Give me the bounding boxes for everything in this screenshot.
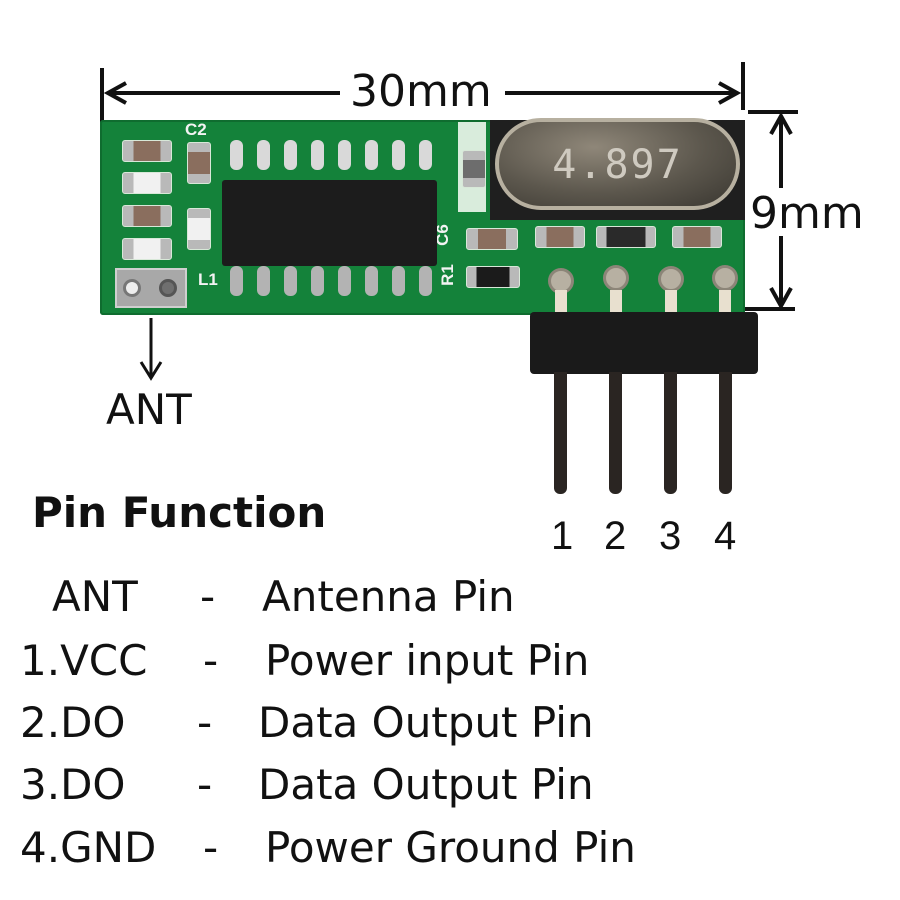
width-label: 30mm bbox=[350, 66, 492, 117]
header-pin-3 bbox=[664, 372, 677, 494]
smd-component bbox=[122, 238, 172, 260]
pin-separator: - bbox=[197, 698, 213, 747]
pin-description: Data Output Pin bbox=[258, 760, 594, 809]
pin-separator: - bbox=[200, 572, 216, 621]
height-label: 9mm bbox=[750, 188, 864, 239]
pin-description: Power input Pin bbox=[265, 636, 590, 685]
pin-name: 3.DO bbox=[20, 760, 126, 809]
pin-name: 4.GND bbox=[20, 823, 157, 872]
pin-number-4: 4 bbox=[714, 514, 737, 558]
pin-separator: - bbox=[203, 636, 219, 685]
smd-capacitor bbox=[122, 205, 172, 227]
pin-name: ANT bbox=[52, 572, 138, 621]
pin-stub bbox=[719, 290, 731, 312]
pin-description: Data Output Pin bbox=[258, 698, 594, 747]
antenna-arrow-down-icon bbox=[139, 318, 163, 381]
dimension-tick-bottom bbox=[745, 307, 795, 311]
height-arrow-up-icon bbox=[769, 114, 793, 188]
pin-number-2: 2 bbox=[604, 514, 627, 558]
dimension-tick-top bbox=[748, 110, 798, 114]
smd-capacitor bbox=[535, 226, 585, 248]
smd-component bbox=[462, 150, 486, 188]
pin-stub bbox=[555, 290, 567, 312]
crystal-marking: 4.897 bbox=[552, 142, 683, 188]
pin-name: 2.DO bbox=[20, 698, 126, 747]
silkscreen-c2: C2 bbox=[185, 120, 207, 139]
pin-number-3: 3 bbox=[659, 514, 682, 558]
smd-resistor bbox=[596, 226, 656, 248]
header-pin-2 bbox=[609, 372, 622, 494]
smd-capacitor bbox=[122, 140, 172, 162]
smd-resistor-r1 bbox=[466, 266, 520, 288]
pin-number-1: 1 bbox=[551, 514, 574, 558]
crystal-oscillator: 4.897 bbox=[495, 118, 740, 210]
smd-capacitor-c2 bbox=[187, 142, 211, 184]
smd-capacitor-c6 bbox=[466, 228, 518, 250]
pin-header-housing bbox=[530, 312, 758, 374]
header-pin-4 bbox=[719, 372, 732, 494]
silkscreen-l1: L1 bbox=[198, 270, 218, 289]
dimension-tick-right bbox=[741, 62, 745, 110]
antenna-pad bbox=[115, 268, 187, 308]
pin-stub bbox=[610, 290, 622, 312]
pad-hole bbox=[123, 279, 141, 297]
pin-name: 1.VCC bbox=[20, 636, 148, 685]
dimension-tick-left bbox=[100, 68, 104, 124]
solder-joint bbox=[712, 265, 738, 291]
pin-separator: - bbox=[203, 823, 219, 872]
pin-separator: - bbox=[197, 760, 213, 809]
solder-joint bbox=[603, 265, 629, 291]
pin-stub bbox=[665, 290, 677, 312]
smd-capacitor bbox=[672, 226, 722, 248]
smd-component bbox=[122, 172, 172, 194]
smd-inductor bbox=[187, 208, 211, 250]
antenna-label: ANT bbox=[106, 385, 192, 434]
width-arrow-right-icon bbox=[505, 81, 741, 105]
width-arrow-left-icon bbox=[104, 81, 340, 105]
pin-description: Power Ground Pin bbox=[265, 823, 636, 872]
header-pin-1 bbox=[554, 372, 567, 494]
pad-hole bbox=[159, 279, 177, 297]
pin-description: Antenna Pin bbox=[262, 572, 515, 621]
height-arrow-down-icon bbox=[769, 236, 793, 308]
pin-function-title: Pin Function bbox=[32, 488, 327, 537]
solder-joint bbox=[658, 266, 684, 292]
ic-chip bbox=[222, 180, 437, 266]
silkscreen-r1: R1 bbox=[437, 264, 457, 286]
